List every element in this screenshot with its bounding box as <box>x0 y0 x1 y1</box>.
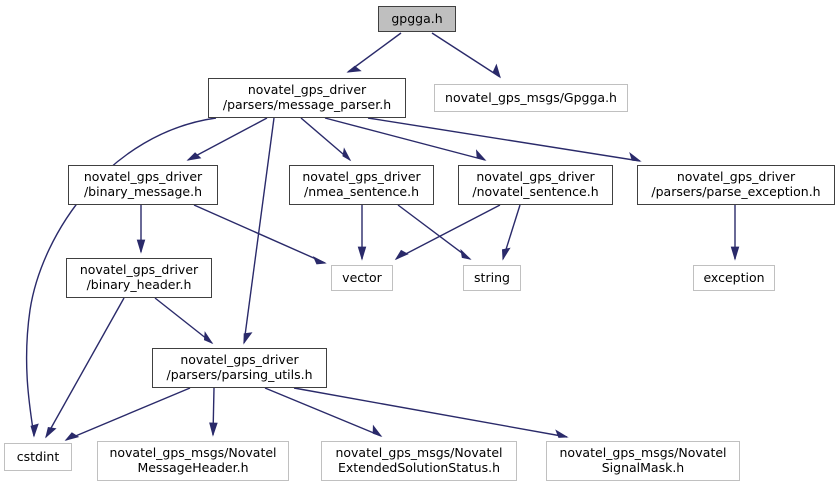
graph-edge-parse_exception-to-exception <box>730 205 740 261</box>
graph-node-message_parser[interactable]: novatel_gps_driver /parsers/message_pars… <box>208 78 406 118</box>
graph-node-signal_mask[interactable]: novatel_gps_msgs/Novatel SignalMask.h <box>546 441 740 481</box>
graph-edge-gpgga-to-gpgga_msg <box>431 32 501 79</box>
graph-node-label: novatel_gps_driver /parsers/parse_except… <box>651 169 821 199</box>
graph-node-label: novatel_gps_msgs/Gpgga.h <box>445 89 617 105</box>
graph-edge-novatel_sentence-to-string <box>501 204 521 261</box>
graph-node-string[interactable]: string <box>463 265 521 291</box>
graph-node-label: novatel_gps_msgs/Novatel MessageHeader.h <box>109 445 277 475</box>
edge-arrowhead <box>243 332 253 345</box>
graph-node-label: novatel_gps_driver /parsers/parsing_util… <box>166 352 313 382</box>
edge-arrowhead <box>136 239 146 254</box>
graph-node-label: gpgga.h <box>391 10 443 26</box>
graph-edge-message_parser-to-novatel_sentence <box>324 117 487 161</box>
graph-edge-nmea_sentence-to-string <box>397 204 472 260</box>
edge-arrowhead <box>186 152 202 161</box>
graph-node-label: novatel_gps_driver /parsers/message_pars… <box>222 82 392 112</box>
graph-edge-binary_header-to-parsing_utils <box>154 297 214 345</box>
graph-node-label: novatel_gps_msgs/Novatel SignalMask.h <box>559 445 727 475</box>
edge-arrowhead <box>460 248 472 260</box>
edge-arrowhead <box>203 331 214 345</box>
graph-node-binary_header[interactable]: novatel_gps_driver /binary_header.h <box>66 258 212 298</box>
edge-arrowhead <box>45 427 57 439</box>
graph-node-vector[interactable]: vector <box>331 265 393 291</box>
edge-arrowhead <box>312 256 327 265</box>
graph-edge-message_parser-to-nmea_sentence <box>300 117 352 162</box>
edge-arrowhead <box>64 432 80 441</box>
graph-node-label: novatel_gps_msgs/Novatel ExtendedSolutio… <box>335 445 503 475</box>
edge-arrowhead <box>394 249 409 261</box>
edge-arrowhead <box>501 247 511 261</box>
graph-node-label: string <box>474 269 510 285</box>
edge-arrowhead <box>629 151 642 162</box>
edge-arrowhead <box>342 147 352 162</box>
graph-node-novatel_sentence[interactable]: novatel_gps_driver /novatel_sentence.h <box>458 165 613 205</box>
edge-arrowhead <box>492 63 501 79</box>
edge-arrowhead <box>357 246 367 261</box>
graph-edge-gpgga-to-message_parser <box>346 32 402 73</box>
graph-node-label: cstdint <box>16 448 60 464</box>
edge-arrowhead <box>372 424 383 438</box>
graph-edge-parsing_utils-to-cstdint <box>64 387 191 441</box>
edge-arrowhead <box>730 246 740 261</box>
graph-edge-nmea_sentence-to-vector <box>357 205 367 261</box>
graph-node-label: novatel_gps_driver /novatel_sentence.h <box>472 169 599 199</box>
graph-node-cstdint[interactable]: cstdint <box>4 443 72 471</box>
graph-node-label: exception <box>703 269 765 285</box>
graph-node-parsing_utils[interactable]: novatel_gps_driver /parsers/parsing_util… <box>152 348 327 388</box>
graph-node-ext_sol_status[interactable]: novatel_gps_msgs/Novatel ExtendedSolutio… <box>321 441 517 481</box>
edge-arrowhead <box>346 65 362 73</box>
graph-edge-parsing_utils-to-msg_header <box>209 387 218 437</box>
graph-edge-binary_header-to-cstdint <box>45 297 125 439</box>
graph-edge-parsing_utils-to-signal_mask <box>293 387 569 438</box>
graph-node-label: vector <box>342 269 382 285</box>
graph-node-label: novatel_gps_driver /binary_message.h <box>83 169 203 199</box>
graph-edge-novatel_sentence-to-vector <box>394 204 501 261</box>
edge-arrowhead <box>555 429 569 438</box>
graph-edge-message_parser-to-parse_exception <box>367 117 642 162</box>
graph-node-gpgga[interactable]: gpgga.h <box>378 6 456 32</box>
edge-arrowhead <box>30 423 39 438</box>
edge-arrowhead <box>209 422 218 437</box>
graph-node-msg_header[interactable]: novatel_gps_msgs/Novatel MessageHeader.h <box>97 441 289 481</box>
graph-edge-binary_message-to-binary_header <box>136 205 146 254</box>
graph-node-label: novatel_gps_driver /binary_header.h <box>79 262 199 292</box>
graph-edge-parsing_utils-to-ext_sol_status <box>264 387 383 438</box>
graph-node-binary_message[interactable]: novatel_gps_driver /binary_message.h <box>68 165 218 205</box>
graph-edge-message_parser-to-binary_message <box>186 117 268 161</box>
graph-node-gpgga_msg[interactable]: novatel_gps_msgs/Gpgga.h <box>434 84 628 112</box>
graph-node-nmea_sentence[interactable]: novatel_gps_driver /nmea_sentence.h <box>289 165 434 205</box>
graph-node-exception[interactable]: exception <box>693 265 775 291</box>
graph-edge-binary_message-to-vector <box>193 204 327 265</box>
graph-edge-message_parser-to-parsing_utils <box>243 117 275 345</box>
graph-node-parse_exception[interactable]: novatel_gps_driver /parsers/parse_except… <box>637 165 835 205</box>
graph-node-label: novatel_gps_driver /nmea_sentence.h <box>302 169 421 199</box>
edge-arrowhead <box>475 149 487 161</box>
